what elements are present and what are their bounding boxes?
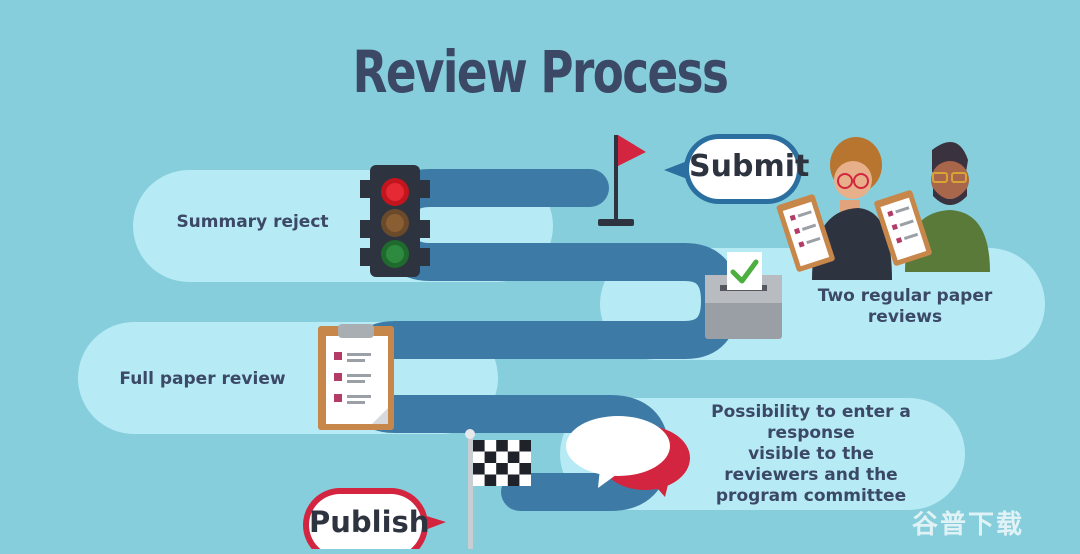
ballot-box-icon — [705, 252, 782, 339]
response-line-4: reviewers and the — [724, 465, 898, 485]
summary-reject-label: Summary reject — [176, 212, 329, 232]
reviewers-illustration — [776, 137, 990, 280]
submit-label: Submit — [689, 149, 810, 184]
response-line-2: response — [767, 423, 855, 443]
two-reviews-label: Two regular paper reviews — [800, 286, 1010, 328]
full-review-label: Full paper review — [119, 369, 286, 389]
response-label: Possibility to enter a response visible … — [700, 402, 922, 507]
response-line-3: visible to the — [748, 444, 874, 464]
traffic-light-icon — [360, 165, 430, 277]
red-flag-icon — [598, 135, 646, 226]
checkered-flag-icon — [465, 429, 531, 549]
two-reviews-line-1: Two regular paper — [817, 286, 993, 306]
page-title: Review Process — [352, 38, 729, 106]
response-line-1: Possibility to enter a — [711, 402, 911, 422]
clipboard-checklist-icon — [318, 324, 394, 430]
publish-speech-bubble — [303, 488, 446, 554]
chat-bubbles-icon — [566, 416, 690, 497]
submit-speech-bubble — [664, 134, 802, 204]
response-line-5: program committee — [715, 486, 907, 506]
watermark-text: 谷普下载 — [911, 510, 1024, 540]
two-reviews-line-2: reviews — [867, 307, 943, 327]
publish-label: Publish — [309, 505, 430, 539]
